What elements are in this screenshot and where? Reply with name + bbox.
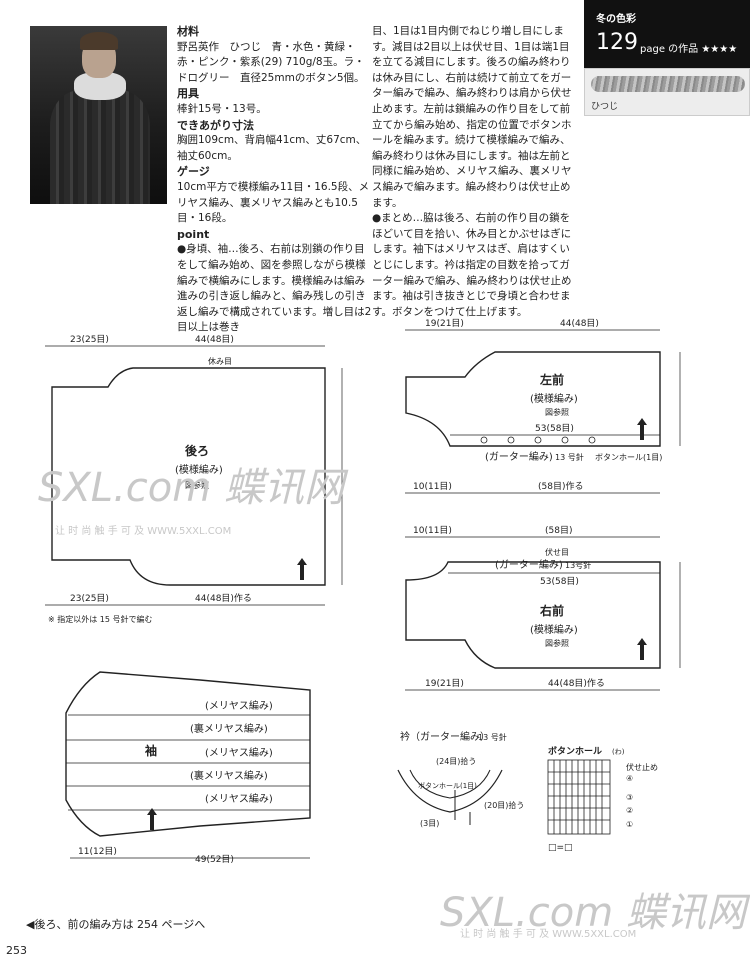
rf-bind-off: 伏せ目 [545, 547, 569, 557]
lf-dim-top-right: 44(48目) [560, 318, 599, 329]
materials-heading: 材料 [177, 25, 199, 38]
text-right: 目、1目は1目内側でねじり増し目にします。減目は2目以上は伏せ目、1目は端1目を… [372, 24, 578, 320]
lf-ref: 図参照 [545, 407, 569, 417]
rf-dim-top-left: 10(11目) [413, 525, 452, 536]
collar-needle: 13 号針 [478, 732, 507, 742]
bh-label: 伏せ止め [626, 762, 658, 772]
tools-body: 棒針15号・13号。 [177, 102, 267, 115]
left-front-outline [405, 351, 661, 447]
back-pattern: (模様編み) [175, 463, 223, 476]
back-dim-top-left: 23(25目) [70, 334, 109, 345]
buttonhole-grid [547, 759, 611, 835]
lf-needle: 13 号針 [555, 452, 584, 462]
right-front-outline [405, 561, 661, 669]
yarn-label: ひつじ [591, 102, 619, 112]
size-heading: できあがり寸法 [177, 118, 254, 132]
rf-pattern: (模様編み) [530, 623, 578, 636]
tools-heading: 用具 [177, 87, 199, 101]
text-left: 材料 野呂英作 ひつじ 青・水色・黄緑・赤・ピンク・紫系(29) 710g/8玉… [177, 24, 373, 336]
sleeve-outline [65, 671, 311, 837]
lf-count: 53(58目) [535, 423, 574, 434]
back-outline [51, 367, 326, 586]
back-rest: 休み目 [208, 356, 232, 366]
bh-mark-4: ④ [626, 774, 633, 783]
sleeve-dim-left: 11(12目) [78, 846, 117, 857]
summary-body: ●まとめ…脇は後ろ、右前の作り目の鎖をほどいて目を拾い、休み目とかぶせはぎにしま… [372, 212, 572, 318]
bh-unit: (わ) [612, 748, 625, 756]
back-ref: 図参照 [185, 480, 209, 490]
rf-dim-bottom-left: 19(21目) [425, 678, 464, 689]
lf-title: 左前 [539, 372, 564, 387]
lf-dim-bottom-right: (58目)作る [538, 480, 583, 492]
instructions-body: 目、1目は1目内側でねじり増し目にします。減目は2目以上は伏せ目、1目は端1目を… [372, 25, 572, 209]
collar-outline [397, 769, 503, 813]
model-photo [30, 26, 167, 204]
rf-title: 右前 [539, 603, 564, 618]
gauge-heading: ゲージ [177, 165, 210, 179]
bh-title: ボタンホール [548, 745, 602, 757]
size-body: 胸囲109cm、背肩幅41cm、丈67cm、袖丈60cm。 [177, 134, 367, 162]
footer-note: ◀後ろ、前の編み方は 254 ページへ [26, 918, 206, 931]
lf-buttonhole: ボタンホール(1目) [595, 453, 662, 462]
bh-mark-2: ② [626, 806, 633, 815]
lf-band: (ガーター編み) [485, 450, 553, 463]
collar-top: (24目)拾う [436, 756, 476, 766]
yarn-sample [591, 76, 745, 92]
bh-mark-3: ③ [626, 793, 633, 802]
sleeve-row-3: (メリヤス編み) [205, 746, 273, 759]
rf-dim-bottom-right: 44(48目)作る [548, 677, 605, 689]
collar-edge: (3目) [420, 819, 439, 828]
back-title: 後ろ [185, 443, 209, 458]
rf-band: (ガーター編み) [495, 558, 563, 571]
lf-dim-bottom-left: 10(11目) [413, 481, 452, 492]
badge-title: 冬の色彩 [596, 14, 636, 25]
collar-pick: (20目)拾う [484, 800, 524, 810]
back-dim-bottom-right: 44(48目)作る [195, 592, 252, 604]
rf-count: 53(58目) [540, 576, 579, 587]
sleeve-row-2: (裏メリヤス編み) [190, 722, 268, 735]
back-note: ※ 指定以外は 15 号針で編む [48, 614, 153, 624]
rf-ref: 図参照 [545, 638, 569, 648]
sleeve-dim-right: 49(52目) [195, 854, 234, 865]
gauge-body: 10cm平方で模様編み11目・16.5段、メリヤス編み、裏メリヤス編みとも10.… [177, 180, 370, 225]
collar-bh: ボタンホール(1目) [418, 781, 477, 790]
back-dim-top-right: 44(48目) [195, 334, 234, 345]
lf-dim-top-left: 19(21目) [425, 318, 464, 329]
back-dim-bottom-left: 23(25目) [70, 593, 109, 604]
pattern-badge: 冬の色彩 129 page の作品 ★★★★ [584, 0, 750, 68]
rf-needle: 13号針 [565, 560, 591, 570]
point-body: ●身頃、袖…後ろ、右前は別鎖の作り目をして編み始め、図を参照しながら模様編みで横… [177, 243, 372, 334]
page-number: 253 [6, 944, 27, 957]
yarn-swatch: ひつじ [584, 68, 750, 116]
bh-mark-1: ① [626, 820, 633, 829]
materials-body: 野呂英作 ひつじ 青・水色・黄緑・赤・ピンク・紫系(29) 710g/8玉。ラ・… [177, 40, 365, 84]
collar-title: 衿（ガーター編み） [400, 730, 490, 743]
badge-number: 129 [596, 30, 638, 55]
sleeve-title: 袖 [145, 743, 157, 758]
rf-dim-top-right: (58目) [545, 525, 572, 536]
badge-suffix: page の作品 ★★★★ [640, 44, 738, 55]
bh-legend: □=□ [548, 843, 573, 853]
sleeve-row-4: (裏メリヤス編み) [190, 769, 268, 782]
point-heading: point [177, 227, 210, 241]
sleeve-row-1: (メリヤス編み) [205, 699, 273, 712]
lf-pattern: (模様編み) [530, 392, 578, 405]
sleeve-row-5: (メリヤス編み) [205, 792, 273, 805]
